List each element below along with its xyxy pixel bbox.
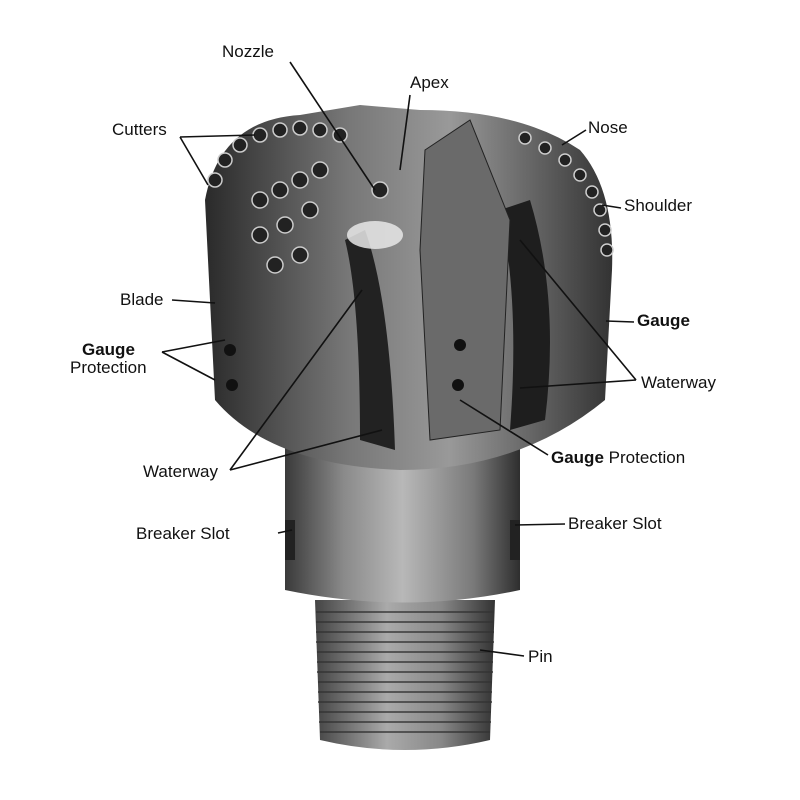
label-nozzle: Nozzle: [222, 42, 274, 61]
label-cutters: Cutters: [112, 120, 167, 139]
label-gauge-protection-left: Protection: [70, 358, 147, 377]
bit-head: [205, 105, 614, 470]
bit-body: [285, 440, 520, 603]
label-gauge-protection-right-bold: Gauge: [551, 448, 604, 467]
label-blade: Blade: [120, 290, 164, 309]
label-gauge-protection-right-rest: Protection: [608, 448, 686, 467]
label-apex: Apex: [410, 73, 449, 92]
cutters: [207, 120, 614, 274]
label-waterway-right: Waterway: [641, 373, 716, 392]
label-gauge-protection-left-bold: Gauge: [82, 340, 135, 359]
label-waterway-left: Waterway: [143, 462, 218, 481]
label-breaker-slot-right: Breaker Slot: [568, 514, 662, 533]
label-gauge: Gauge: [637, 311, 690, 330]
label-shoulder: Shoulder: [624, 196, 693, 215]
pin-threads: [315, 600, 495, 750]
label-nose: Nose: [588, 118, 628, 137]
label-breaker-slot-left: Breaker Slot: [136, 524, 230, 543]
label-gauge-protection-right: Gauge Protection: [551, 449, 685, 467]
label-pin: Pin: [528, 647, 553, 666]
leader-lines: [161, 61, 637, 657]
